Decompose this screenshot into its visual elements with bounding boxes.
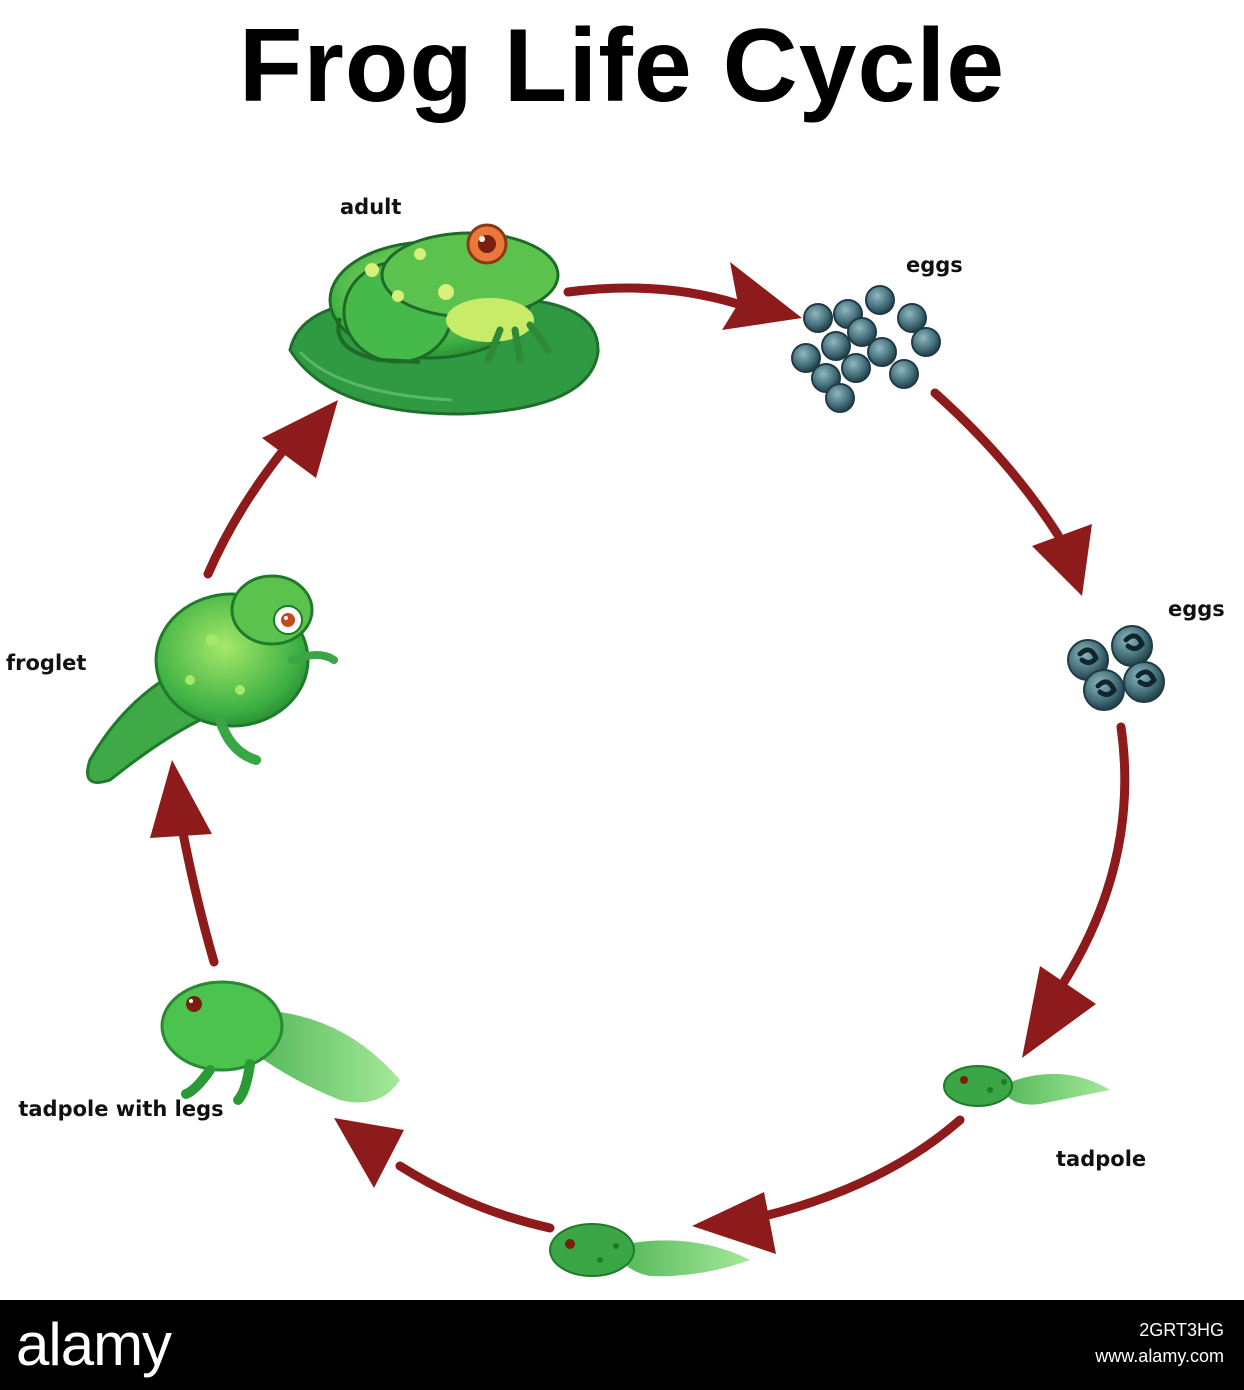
arrow-eggs-to-tadpole <box>1022 722 1130 1058</box>
label-tadpole: tadpole <box>1056 1147 1147 1171</box>
arrow-eggs-to-developing-eggs <box>930 388 1092 596</box>
label-eggs-cluster: eggs <box>906 253 963 277</box>
site-url: www.alamy.com <box>1095 1346 1224 1366</box>
arrow-tadpole-with-legs-to-froglet <box>150 760 219 967</box>
label-eggs-developing: eggs <box>1168 597 1225 621</box>
arrow-froglet-to-adult <box>203 400 338 579</box>
arrow-tadpole-to-small-tadpole <box>692 1115 965 1254</box>
arrow-adult-to-eggs <box>563 262 802 330</box>
cycle-arrows <box>150 262 1130 1254</box>
brand-logo: alamy <box>16 1311 172 1378</box>
adult-frog-illustration <box>288 223 600 416</box>
froglet-illustration <box>86 574 338 784</box>
egg-cluster-illustration <box>791 285 941 413</box>
label-tadpole-with-legs: tadpole with legs <box>18 1097 224 1121</box>
developing-eggs-illustration <box>1067 625 1165 711</box>
young-tadpole-illustration <box>549 1223 750 1277</box>
life-cycle-diagram <box>86 223 1165 1277</box>
diagram-canvas: Frog Life Cycle <box>6 8 1225 1277</box>
diagram-title: Frog Life Cycle <box>238 8 1006 124</box>
label-adult: adult <box>340 195 402 219</box>
tadpole-illustration <box>943 1065 1110 1107</box>
label-froglet: froglet <box>6 651 87 675</box>
stock-footer-bar: alamy 2GRT3HG www.alamy.com <box>0 1300 1244 1390</box>
image-id: 2GRT3HG <box>1139 1320 1224 1340</box>
arrow-small-tadpole-to-tadpole-with-legs <box>334 1118 555 1233</box>
tadpole-with-legs-illustration <box>160 980 400 1105</box>
